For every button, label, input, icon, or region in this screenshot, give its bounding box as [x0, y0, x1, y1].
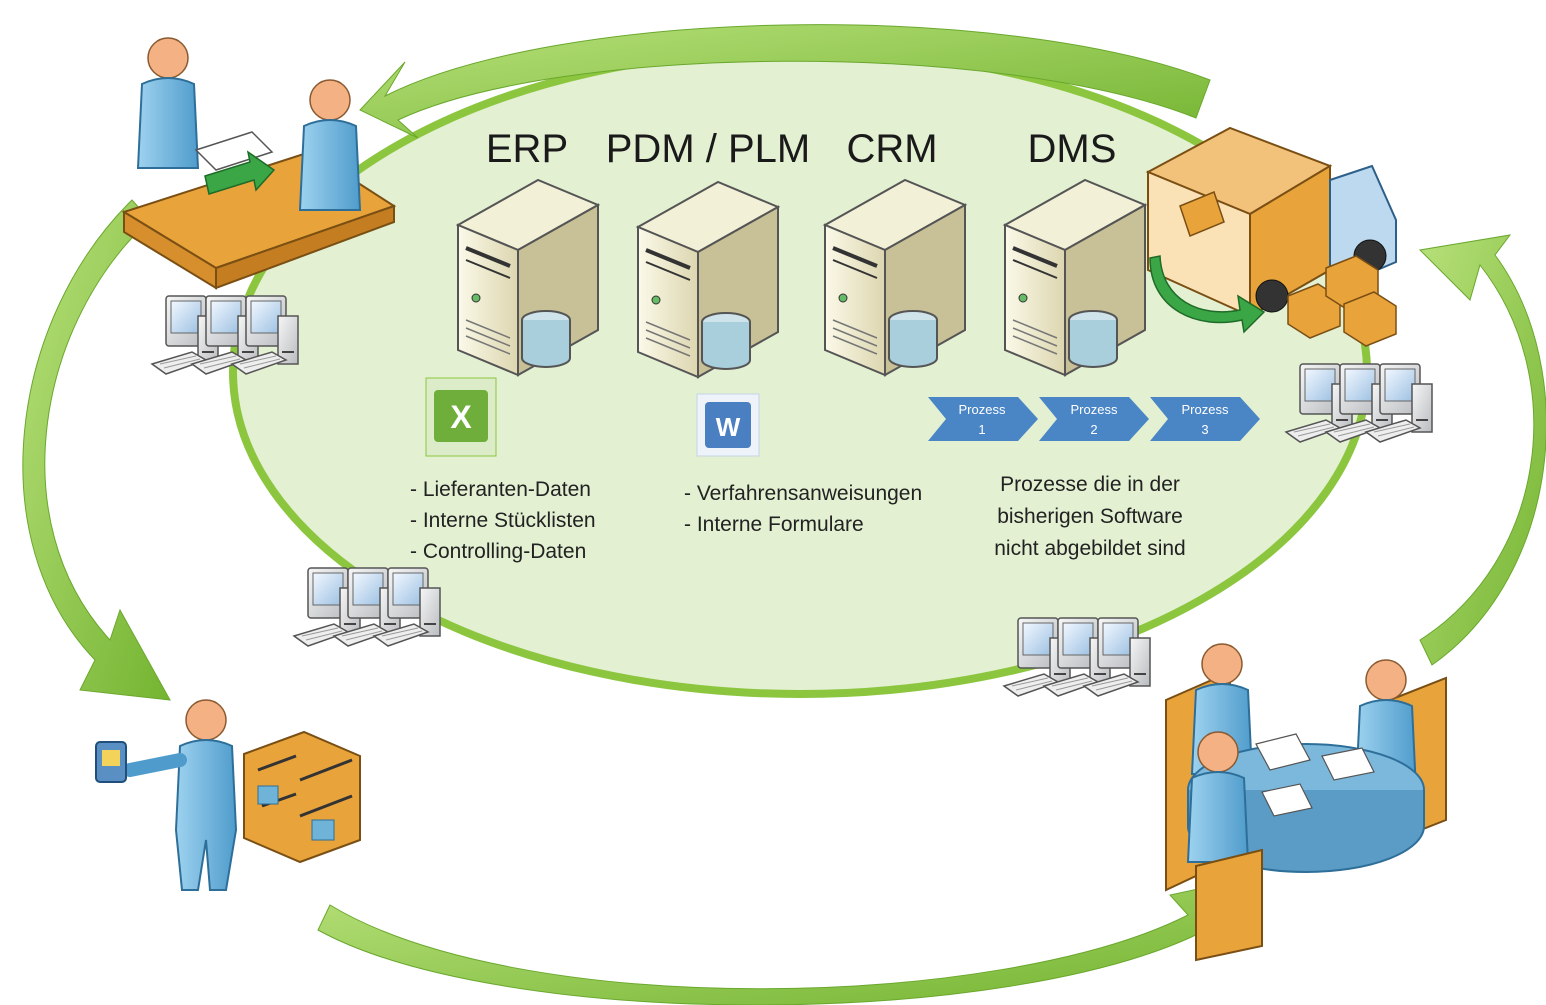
excel-icon: X — [425, 377, 497, 457]
word-icon: W — [696, 393, 760, 457]
system-label-crm: CRM — [846, 127, 937, 171]
delivery-truck-icon — [1145, 126, 1397, 334]
word-note-line-2: - Interne Formulare — [684, 513, 864, 536]
process-chevron-1: Prozess 1 — [928, 397, 1038, 441]
process-chevron-2: Prozess 2 — [1039, 397, 1149, 441]
svg-text:X: X — [450, 399, 472, 435]
handover-desk-icon — [121, 37, 397, 290]
arrow-right — [1418, 234, 1546, 666]
process-2-number: 2 — [1090, 422, 1097, 437]
process-1-number: 1 — [978, 422, 985, 437]
system-label-pdm-plm: PDM / PLM — [606, 127, 810, 171]
process-2-label: Prozess — [1071, 402, 1118, 417]
workstation-group-center-left-icon — [294, 568, 440, 646]
workstation-group-top-left-icon — [152, 296, 298, 374]
arrow-bottom — [317, 879, 1241, 1005]
arrow-top — [359, 24, 1211, 139]
workstation-group-bottom-right-icon — [1004, 618, 1150, 696]
excel-note-line-1: - Lieferanten-Daten — [410, 478, 591, 501]
system-label-erp: ERP — [486, 127, 568, 171]
process-note-line-1: Prozesse die in der — [1000, 473, 1180, 496]
process-note-line-2: bisherigen Software — [997, 505, 1183, 528]
process-chevron-3: Prozess 3 — [1150, 397, 1260, 441]
package-boxes-icon — [1287, 255, 1397, 347]
excel-note-line-2: - Interne Stücklisten — [410, 509, 596, 532]
excel-note-line-3: - Controlling-Daten — [410, 540, 586, 563]
system-label-dms: DMS — [1028, 127, 1117, 171]
word-note-line-1: - Verfahrensanweisungen — [684, 482, 922, 505]
process-note-line-3: nicht abgebildet sind — [994, 537, 1185, 560]
process-3-label: Prozess — [1182, 402, 1229, 417]
arrow-left — [22, 199, 171, 701]
meeting-table-icon — [1165, 643, 1447, 962]
cycle-arrows — [22, 24, 1546, 1005]
warehouse-worker-icon — [95, 699, 361, 891]
workstation-group-right-icon — [1286, 364, 1432, 442]
process-3-number: 3 — [1201, 422, 1208, 437]
process-1-label: Prozess — [959, 402, 1006, 417]
svg-text:W: W — [716, 412, 741, 442]
